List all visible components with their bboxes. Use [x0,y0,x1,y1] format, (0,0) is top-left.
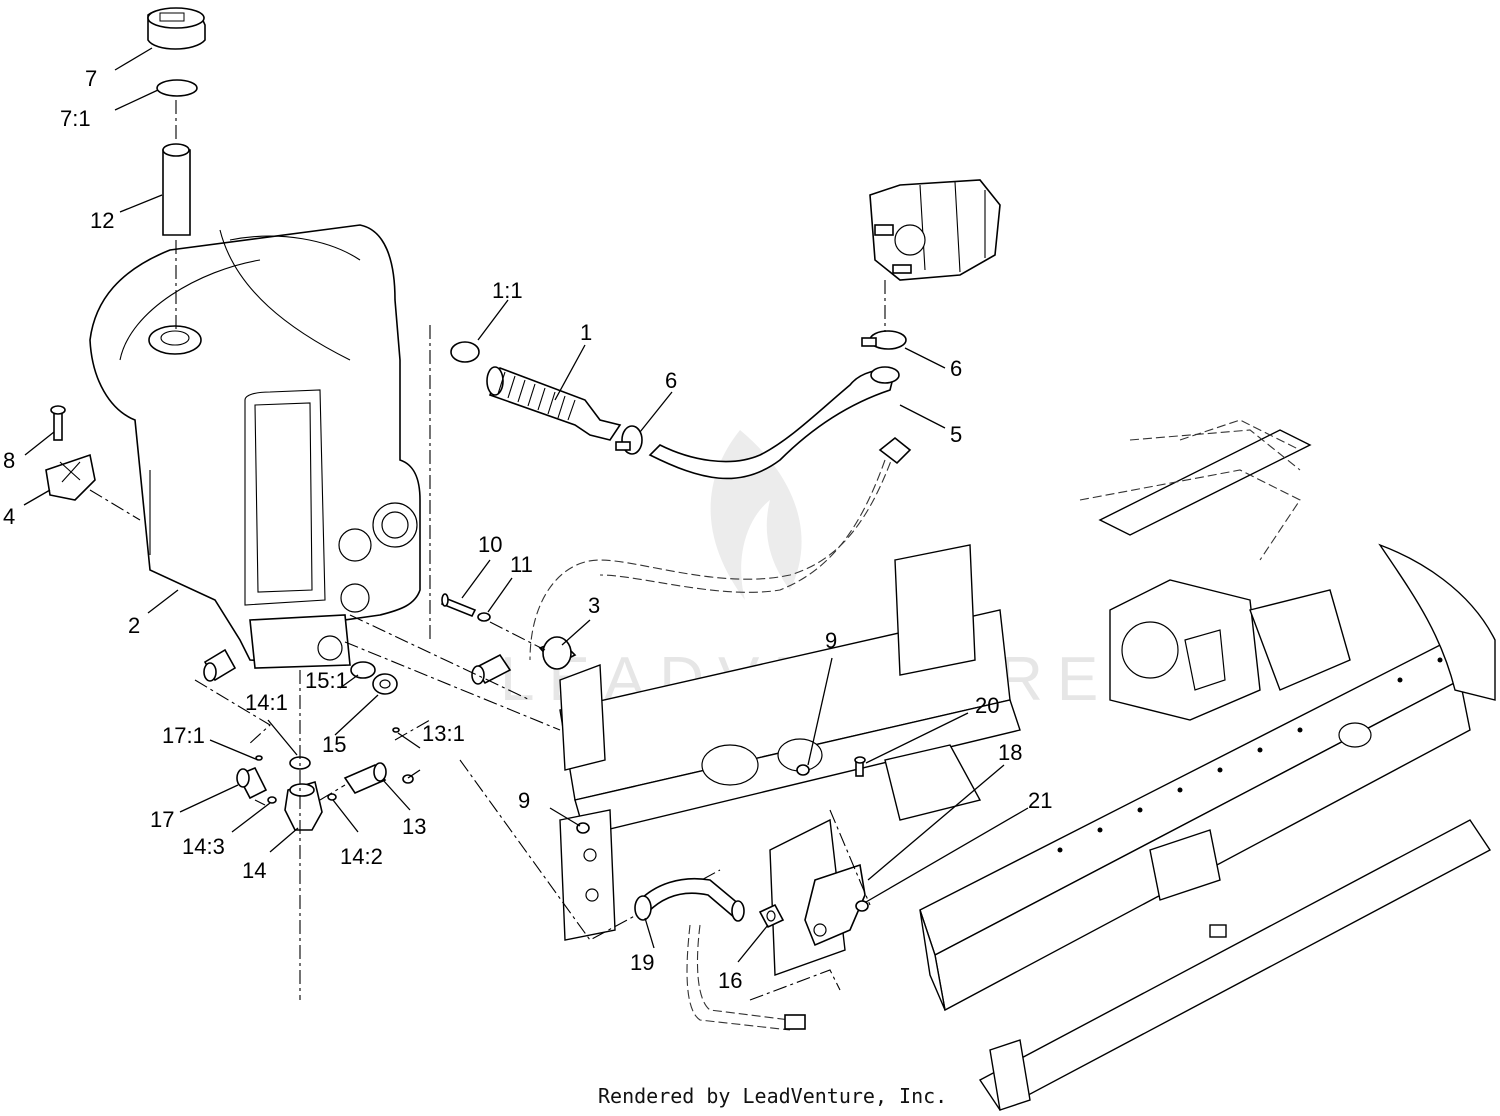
callout-8: 8 [3,448,15,473]
callout-3: 3 [588,593,600,618]
suction-hose [648,366,900,480]
tee-fitting [284,780,323,831]
screw [855,900,869,912]
callout-17: 17 [150,807,174,832]
leader-lines [23,47,1029,963]
centerline [89,489,141,521]
callout-19: 19 [630,950,654,975]
callout-14-1: 14:1 [245,690,288,715]
bolt [440,593,477,618]
o-ring [327,793,337,801]
drain-fitting [784,1014,806,1030]
callout-1: 1 [580,320,592,345]
callout-6-lower: 6 [665,368,677,393]
bolt [50,405,66,441]
elbow-fitting [236,766,268,800]
callout-10: 10 [478,532,502,557]
bolt [854,756,866,777]
callout-20: 20 [975,693,999,718]
callout-14: 14 [242,858,266,883]
centerline [489,621,546,651]
callout-14-3: 14:3 [182,834,225,859]
callout-4: 4 [3,504,15,529]
hydraulic-tank [89,224,421,669]
fill-cap [147,7,206,50]
callout-11: 11 [510,552,533,577]
callout-15: 15 [322,732,346,757]
hose-fitting [471,653,512,685]
hose-bracket [804,863,866,947]
hose-clamp [861,330,907,350]
callout-7: 7 [85,66,97,91]
callout-12: 12 [90,208,114,233]
tank-fitting [203,648,237,682]
callout-9-lower: 9 [518,788,530,813]
pressure-hose [634,877,745,922]
plug [372,673,398,695]
drain-line-ghost [686,924,791,1031]
callout-5: 5 [950,422,962,447]
spacer [538,636,577,670]
o-ring [392,727,400,733]
o-ring [350,661,376,679]
callout-6-upper: 6 [950,356,962,381]
render-credit: Rendered by LeadVenture, Inc. [598,1084,947,1108]
hose-fitting [878,436,912,465]
mount-bracket [45,453,96,501]
adapter-fitting [343,762,387,794]
return-hose-ghost [529,449,896,661]
callout-15-1: 15:1 [305,668,348,693]
hydraulic-pump [869,179,1001,281]
callout-21: 21 [1028,788,1052,813]
hose-clamp [615,425,643,455]
watermark-flame-icon [710,430,802,600]
o-ring [267,796,277,804]
nut [796,764,810,776]
callout-17-1: 17:1 [162,723,205,748]
o-ring [450,341,480,363]
callout-16: 16 [718,968,742,993]
o-ring [255,755,263,761]
callout-13: 13 [402,814,426,839]
callout-1-1: 1:1 [492,278,523,303]
jam-nut [758,903,785,929]
callout-18: 18 [998,740,1022,765]
callout-2: 2 [128,613,140,638]
chassis-frame [559,419,1496,1111]
washer [477,612,491,622]
nut [576,822,590,834]
callout-7-1: 7:1 [60,106,91,131]
centerline [829,809,871,906]
o-ring [156,79,198,97]
strainer-tube [162,143,191,236]
callout-13-1: 13:1 [422,721,465,746]
callout-labels: 7 7:1 12 1:1 1 6 6 5 8 4 2 10 11 3 9 20 … [3,66,1052,993]
callout-14-2: 14:2 [340,844,383,869]
filter-element [486,366,622,441]
callout-9-upper: 9 [825,628,837,653]
